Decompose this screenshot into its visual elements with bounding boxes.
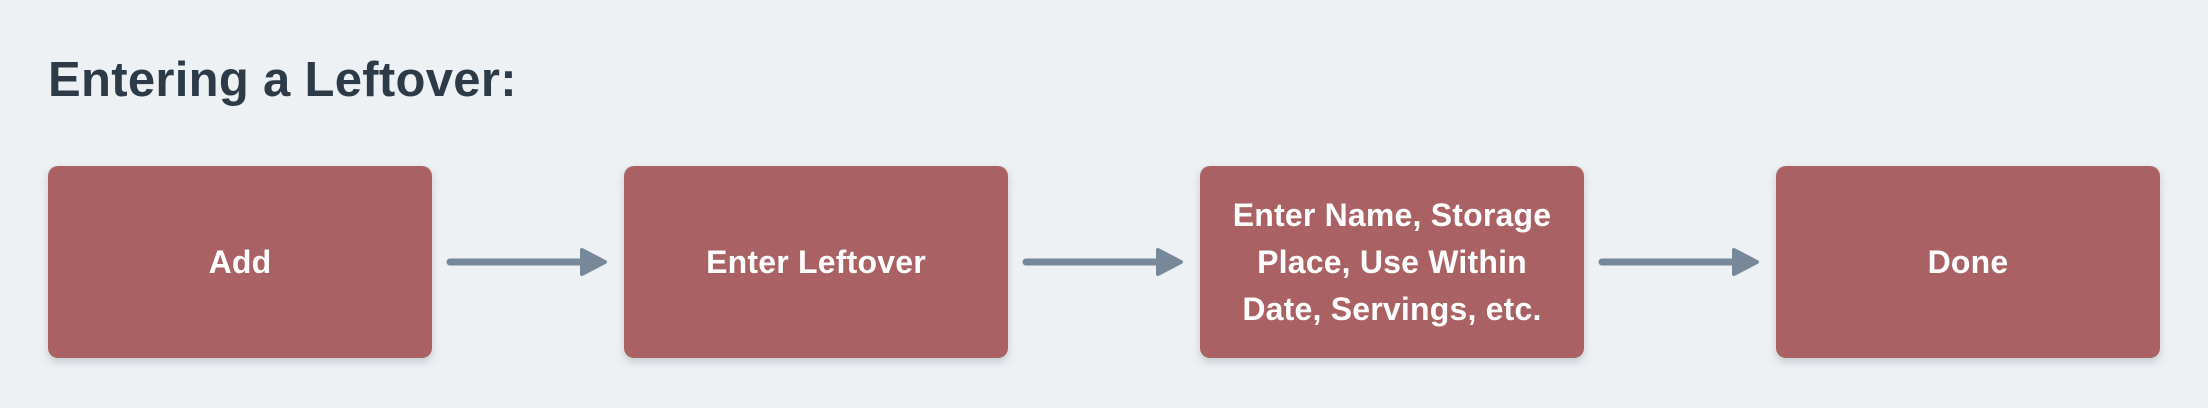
flow-row: Add Enter Leftover Enter Name, Storage P… (48, 166, 2160, 358)
node-label: Done (1927, 243, 2009, 280)
flow-node-enter-details: Enter Name, Storage Place, Use Within Da… (1200, 166, 1584, 358)
right-arrow-icon (1022, 248, 1183, 276)
flow-node-enter-leftover: Enter Leftover (624, 166, 1008, 358)
node-label: Enter Name, Storage Place, Use Within Da… (1232, 196, 1552, 327)
right-arrow-icon (446, 248, 607, 276)
flow-node-add: Add (48, 166, 432, 358)
flow-node-done: Done (1776, 166, 2160, 358)
node-label: Enter Leftover (706, 243, 926, 280)
diagram-title: Entering a Leftover: (48, 53, 517, 107)
right-arrow-icon (1598, 248, 1759, 276)
node-label: Add (208, 243, 272, 280)
